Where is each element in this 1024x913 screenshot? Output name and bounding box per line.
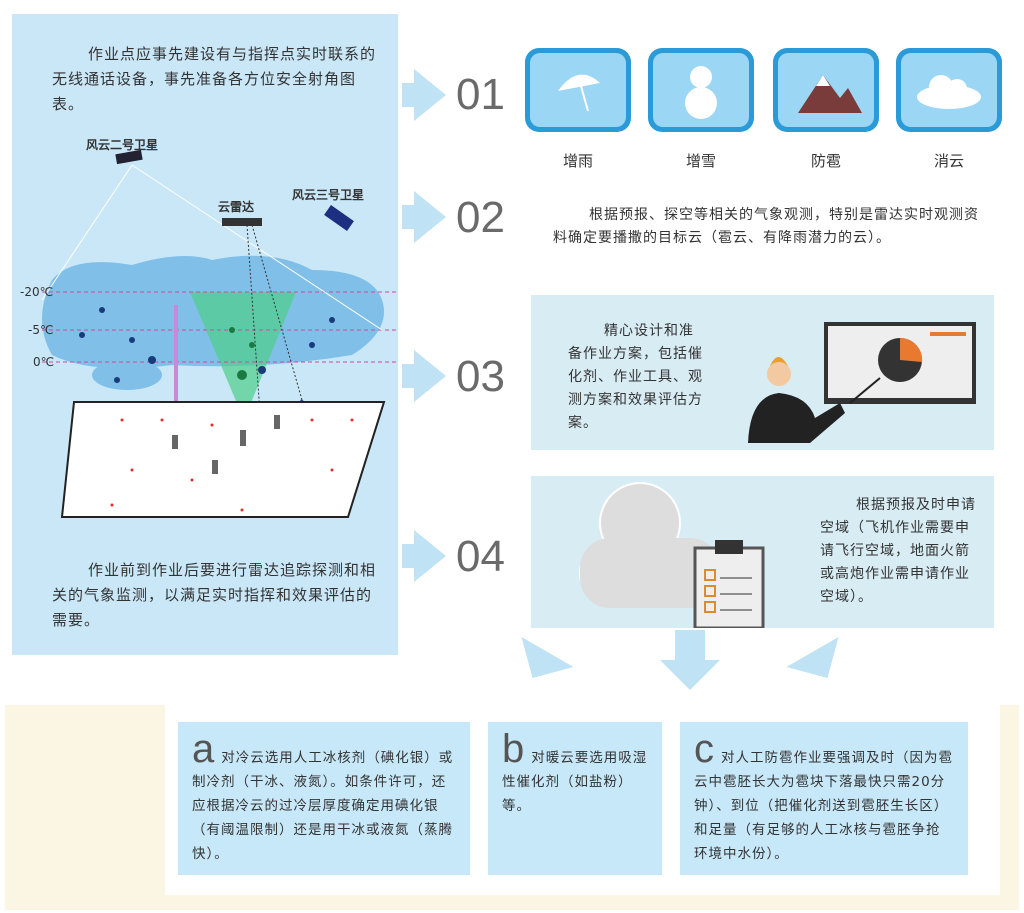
- arrow-right-icon: [414, 69, 446, 121]
- mountain-hail-icon: [773, 48, 879, 132]
- ground-plane: [60, 401, 386, 518]
- radar-icon: [222, 218, 262, 226]
- arrow-right: [402, 83, 416, 107]
- umbrella-rain-icon: [525, 48, 631, 132]
- card-letter: a: [192, 727, 216, 771]
- arrow-right-icon: [414, 530, 446, 582]
- temp-label: -20℃: [20, 285, 54, 299]
- cloud-seeding-diagram: [41, 149, 398, 518]
- satellite-fy3-label: 风云三号卫星: [292, 188, 365, 202]
- card-text: 对冷云选用人工冰核剂（碘化银）或制冷剂（干冰、液氮）。如条件许可，还应根据冷云的…: [192, 750, 454, 862]
- arrow-right-icon: [414, 350, 446, 402]
- arrow-down-icon: [660, 660, 720, 690]
- radar-label: 云雷达: [218, 200, 255, 214]
- satellite-icon: [324, 205, 354, 231]
- icon-label: 增雪: [685, 152, 716, 170]
- left-top-text: 作业点应事先建设有与指挥点实时联系的无线通话设备，事先准备各方位安全射角图表。: [52, 45, 377, 113]
- card-text: 对人工防雹作业要强调及时（因为雹云中雹胚长大为雹块下落最快只需20分钟）、到位（…: [694, 750, 953, 862]
- arrow-down-icon: [786, 637, 854, 693]
- step-number: 02: [456, 193, 505, 242]
- left-bottom-text: 作业前到作业后要进行雷达追踪探测和相关的气象监测，以满足实时指挥和效果评估的需要…: [52, 561, 377, 629]
- snowman-icon: [648, 48, 754, 132]
- radar-beam: [190, 292, 296, 420]
- cloud-clipboard-illustration: [579, 482, 765, 628]
- presenter-illustration: [748, 322, 976, 443]
- step-number: 03: [456, 352, 505, 401]
- temp-label: 0℃: [33, 355, 55, 369]
- card-text: 对暖云要选用吸湿性催化剂（如盐粉）等。: [502, 750, 648, 814]
- cloud-icon: [896, 48, 1002, 132]
- arrow-right: [402, 544, 416, 568]
- step-number: 04: [456, 532, 505, 581]
- satellite-fy2-label: 风云二号卫星: [86, 138, 159, 152]
- step-02-text: 根据预报、探空等相关的气象观测，特别是雷达实时观测资料确定要播撒的目标云（雹云、…: [553, 207, 979, 246]
- icon-label: 防雹: [810, 152, 841, 170]
- icon-label: 增雨: [562, 152, 593, 170]
- arrow-right: [402, 364, 416, 388]
- icon-label: 消云: [933, 152, 964, 170]
- arrow-stem: [675, 630, 705, 662]
- step-03-text: 精心设计和准备作业方案，包括催化剂、作业工具、观测方案和效果评估方案。: [568, 323, 703, 431]
- satellite-icon: [115, 149, 143, 165]
- step-number: 01: [456, 70, 505, 119]
- step-04-text: 根据预报及时申请空域（飞机作业需要申请飞行空域，地面火箭或高炮作业需申请作业空域…: [820, 497, 976, 605]
- arrow-right-icon: [414, 191, 446, 243]
- card-letter: b: [502, 727, 526, 771]
- card-letter: c: [694, 727, 715, 771]
- arrow-down-icon: [506, 637, 574, 693]
- arrow-right: [402, 205, 416, 229]
- temp-label: -5℃: [28, 323, 54, 337]
